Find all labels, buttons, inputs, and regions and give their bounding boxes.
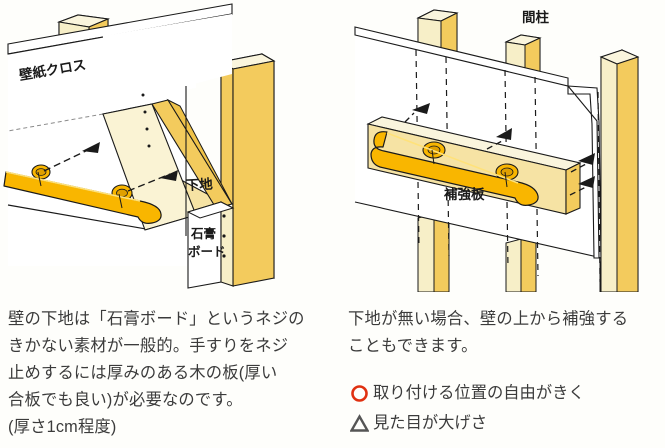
svg-text:ボード: ボード — [188, 244, 226, 259]
list-item-label: 見た目が大げさ — [373, 413, 487, 432]
stud-right-front — [599, 49, 640, 292]
svg-text:下地: 下地 — [185, 176, 213, 193]
triangle-icon — [348, 412, 371, 435]
list-item: 見た目が大げさ — [348, 408, 660, 438]
handrail-left — [3, 164, 162, 224]
circle-icon — [348, 382, 371, 405]
pros-cons-list: 取り付ける位置の自由がきく 見た目が大げさ — [348, 378, 660, 438]
illustration-area: 壁紙クロス 下地 石膏 ボード — [3, 3, 640, 292]
svg-text:間柱: 間柱 — [522, 9, 550, 25]
label-gypsum: 石膏 ボード — [188, 226, 226, 259]
handrail-right — [370, 131, 539, 206]
description-left: 壁の下地は「石膏ボード」というネジの きかない素材が一般的。手すりをネジ 止めす… — [8, 310, 305, 436]
svg-text:石膏: 石膏 — [190, 226, 216, 241]
screw-dots-board — [141, 93, 151, 148]
callout-arrows-right — [404, 103, 595, 196]
label-stud: 間柱 — [522, 9, 550, 25]
description-right: 下地が無い場合、壁の上から補強する こともできます。 — [348, 310, 629, 355]
list-item-label: 取り付ける位置の自由がきく — [373, 383, 585, 402]
svg-text:補強板: 補強板 — [443, 186, 485, 202]
left-illustration: 壁紙クロス 下地 石膏 ボード — [3, 3, 276, 289]
list-item: 取り付ける位置の自由がきく — [348, 378, 660, 408]
backing-board — [102, 14, 233, 266]
gypsum-board — [186, 201, 235, 289]
wall-right-edge — [567, 85, 602, 259]
guide-arrows-left — [82, 142, 178, 181]
label-reinforcement-board: 補強板 — [443, 186, 485, 202]
label-backing: 下地 — [185, 176, 213, 193]
screw-dots-gypsum — [222, 214, 226, 258]
right-illustration: 間柱 補強板 — [354, 9, 640, 292]
